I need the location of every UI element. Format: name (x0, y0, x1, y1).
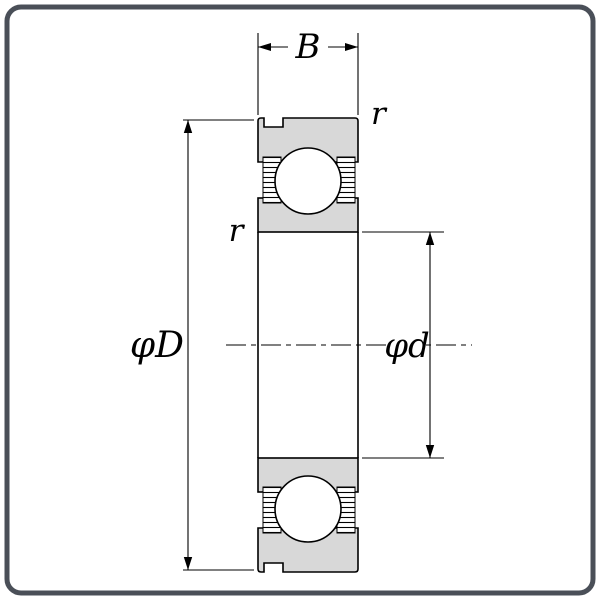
bore-diameter-label: φd (384, 326, 430, 366)
ball-lower (274, 475, 342, 543)
bore-label-backing (386, 328, 426, 362)
width-label: B (295, 27, 321, 67)
arrowhead-b-left (258, 43, 271, 51)
arrowhead-b-right (345, 43, 358, 51)
bearing-section (257, 117, 359, 573)
arrowhead-bore-top (425, 232, 435, 245)
outer-ring-lower-section (257, 527, 359, 573)
outer-diameter-label: φD (130, 325, 184, 366)
chamfer-label-outer: r (371, 96, 388, 132)
outer-ring-upper-section (257, 117, 359, 163)
arrowhead-outer-diameter-top (183, 120, 193, 133)
page-border-frame (4, 4, 596, 596)
dimension-outer-diameter (183, 119, 254, 571)
dimension-width-B (257, 33, 359, 115)
arrowhead-outer-diameter-bottom (183, 557, 193, 570)
ball-upper (274, 147, 342, 215)
chamfer-label-inner: r (229, 213, 246, 249)
dimension-bore-diameter (362, 231, 444, 459)
arrowhead-bore-bottom (425, 445, 435, 458)
cage-sections (262, 156, 356, 534)
